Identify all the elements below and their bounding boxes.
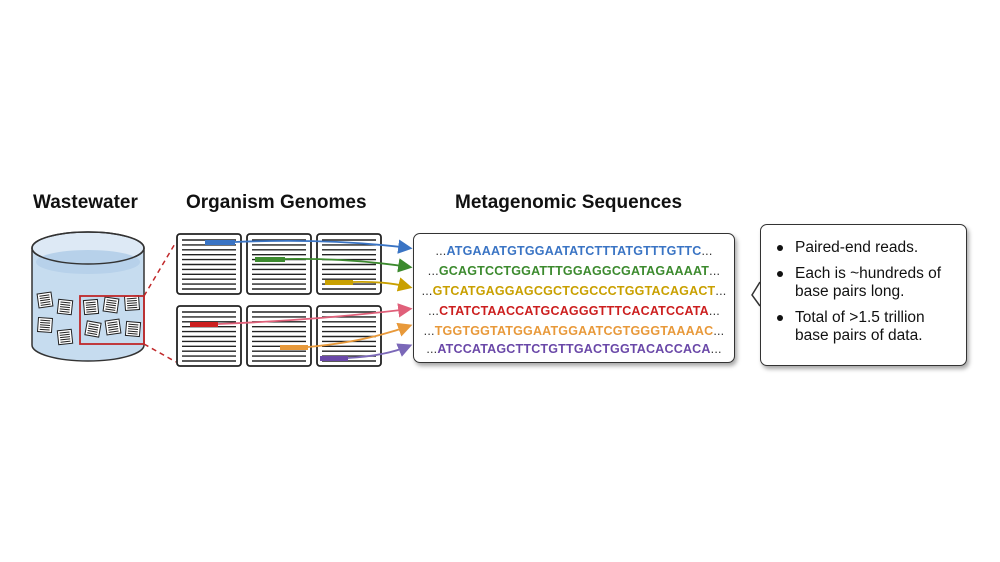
- tank-genome-fragments: [36, 291, 142, 346]
- genome-page-icon: [316, 305, 382, 367]
- genome-pages: [176, 233, 382, 367]
- sequence-read: ...GTCATGAGGAGCGCTCGCCCTGGTACAGACT...: [421, 284, 727, 298]
- sequence-read: ...CTATCTAACCATGCAGGGTTTCACATCCATA...: [428, 304, 720, 318]
- genome-chip-icon: [36, 316, 54, 334]
- sequence-read: ...ATCCATAGCTTCTGTTGACTGGTACACCACA...: [426, 342, 722, 356]
- zoom-line-top: [143, 241, 177, 297]
- read-segment-green: [255, 257, 285, 262]
- info-callout-pointer: [751, 281, 761, 307]
- arrow-icon-yellow: [352, 277, 413, 292]
- genome-chip-icon: [56, 298, 74, 316]
- arrow-icon-red: [217, 303, 413, 325]
- sequence-read: ...ATGAAATGTGGAATATCTTTATGTTTGTTC...: [435, 244, 713, 258]
- genome-chip-icon: [104, 318, 122, 336]
- zoom-box: [79, 295, 145, 345]
- wastewater-heading: Wastewater: [33, 192, 138, 213]
- info-item: Each is ~hundreds of base pairs long.: [775, 265, 956, 301]
- genome-chip-icon: [84, 320, 102, 338]
- sequence-read: ...TGGTGGTATGGAATGGAATCGTGGGTAAAAC...: [423, 324, 725, 338]
- info-box: Paired-end reads. Each is ~hundreds of b…: [760, 224, 967, 366]
- genome-chip-icon: [56, 328, 74, 346]
- read-segment-yellow: [325, 280, 353, 285]
- zoom-line-bottom: [143, 343, 177, 363]
- read-segment-red: [190, 322, 218, 327]
- sequence-read: ...GCAGTCCTGGATTTGGAGGCGATAGAAAAT...: [427, 264, 721, 278]
- info-item: Total of >1.5 trillion base pairs of dat…: [775, 309, 956, 345]
- genome-page-icon: [176, 233, 242, 295]
- arrow-icon-blue: [234, 239, 413, 254]
- organism-genomes-heading: Organism Genomes: [186, 192, 367, 213]
- arrow-icon-purple: [347, 343, 413, 359]
- metagenomic-sequences-panel: ...ATGAAATGTGGAATATCTTTATGTTTGTTC... ...…: [413, 233, 735, 363]
- info-item: Paired-end reads.: [775, 239, 956, 257]
- read-segment-blue: [205, 240, 235, 245]
- genome-chip-icon: [36, 291, 54, 309]
- read-segment-purple: [320, 356, 348, 361]
- genome-chip-icon: [82, 298, 100, 316]
- arrow-icon-orange: [307, 322, 413, 348]
- genome-chip-icon: [102, 296, 120, 314]
- arrow-icon-green: [284, 258, 413, 273]
- genome-page-icon: [246, 305, 312, 367]
- genome-page-icon: [246, 233, 312, 295]
- metagenomic-sequences-heading: Metagenomic Sequences: [455, 192, 683, 213]
- info-list: Paired-end reads. Each is ~hundreds of b…: [775, 239, 956, 345]
- genome-chip-icon: [123, 294, 141, 312]
- genome-page-icon: [176, 305, 242, 367]
- read-segment-orange: [280, 345, 308, 350]
- genome-chip-icon: [124, 320, 142, 338]
